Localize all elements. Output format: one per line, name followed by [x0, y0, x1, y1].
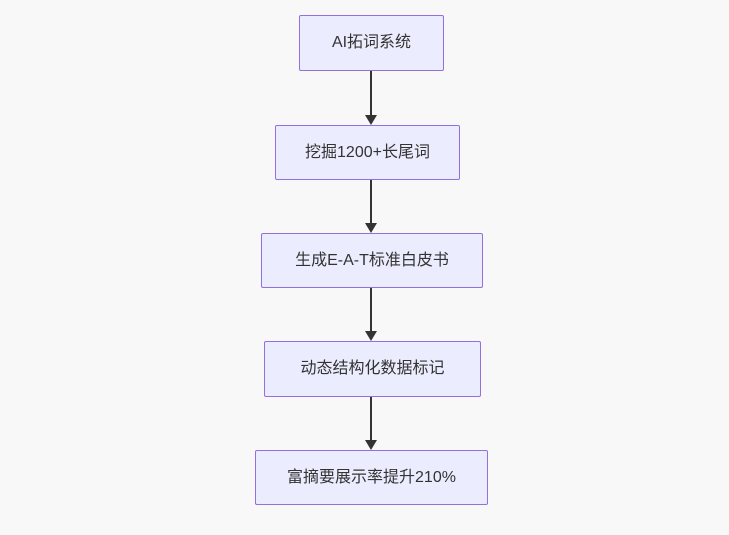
arrowhead-down-icon — [365, 331, 377, 341]
flow-node-label: 挖掘1200+长尾词 — [305, 143, 430, 161]
flow-connector-1 — [365, 71, 377, 125]
flow-node-label: 富摘要展示率提升210% — [287, 468, 456, 486]
connector-stem — [370, 180, 372, 225]
flow-node-label: AI拓词系统 — [331, 34, 412, 52]
connector-stem — [370, 288, 372, 333]
connector-stem — [370, 397, 372, 442]
flow-node-longtail-mining: 挖掘1200+长尾词 — [275, 125, 460, 180]
flow-node-label: 生成E-A-T标准白皮书 — [295, 251, 449, 269]
flow-node-structured-data-markup: 动态结构化数据标记 — [264, 341, 481, 397]
flow-node-rich-snippet-result: 富摘要展示率提升210% — [255, 450, 488, 505]
flow-node-ai-word-system: AI拓词系统 — [299, 15, 444, 71]
arrowhead-down-icon — [365, 440, 377, 450]
connector-stem — [370, 71, 372, 117]
flow-connector-2 — [365, 180, 377, 233]
flow-node-eat-whitepaper: 生成E-A-T标准白皮书 — [261, 233, 483, 288]
arrowhead-down-icon — [365, 223, 377, 233]
flow-connector-4 — [365, 397, 377, 450]
arrowhead-down-icon — [365, 115, 377, 125]
flow-connector-3 — [365, 288, 377, 341]
flow-node-label: 动态结构化数据标记 — [300, 360, 445, 378]
